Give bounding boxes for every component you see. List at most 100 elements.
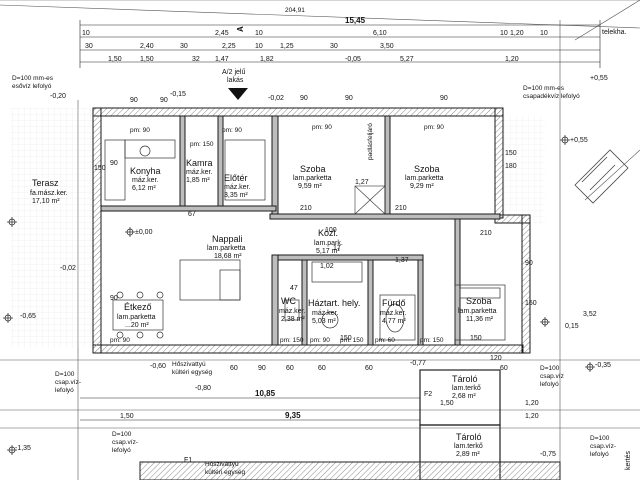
svg-text:1,50: 1,50 (440, 400, 454, 407)
svg-text:lam.parketta: lam.parketta (207, 245, 246, 252)
heatpump-label-2: Hőszivattyú kültéri egység (205, 461, 245, 476)
svg-text:Fürdő: Fürdő (382, 298, 406, 308)
svg-text:máz.ker.: máz.ker. (224, 184, 251, 191)
svg-text:lefolyó: lefolyó (590, 451, 609, 458)
svg-text:10: 10 (540, 30, 548, 37)
svg-text:9,59 m²: 9,59 m² (298, 183, 322, 190)
room-kozl: Közl. lam.park. 5,17 m² (314, 228, 343, 255)
svg-text:-0,15: -0,15 (170, 91, 186, 98)
section-mark-icon (228, 88, 248, 100)
storage-block-2 (419, 424, 501, 480)
svg-text:D=100: D=100 (540, 365, 560, 372)
corner-top-right: telekha. (602, 29, 627, 36)
svg-text:10: 10 (500, 30, 508, 37)
svg-text:csapadékvíz lefolyó: csapadékvíz lefolyó (523, 93, 580, 100)
svg-text:Közl.: Közl. (318, 228, 338, 238)
svg-text:3,35 m²: 3,35 m² (224, 192, 248, 199)
svg-text:10: 10 (82, 30, 90, 37)
svg-text:2,68 m²: 2,68 m² (452, 393, 476, 400)
svg-text:lakás: lakás (227, 77, 244, 84)
svg-text:60: 60 (500, 365, 508, 372)
svg-text:Nappali: Nappali (212, 234, 243, 244)
svg-text:90: 90 (345, 95, 353, 102)
svg-text:100: 100 (325, 227, 337, 234)
room-eloter: Előtér máz.ker. 3,35 m² (224, 173, 251, 199)
svg-text:csap.víz-: csap.víz- (55, 379, 81, 386)
svg-text:1,50: 1,50 (140, 56, 154, 63)
svg-text:D=100 mm-es: D=100 mm-es (523, 85, 565, 92)
svg-text:17: 17 (333, 245, 341, 252)
svg-text:lam.parketta: lam.parketta (405, 175, 444, 182)
svg-text:pm: 90: pm: 90 (110, 337, 130, 344)
svg-text:pm: 150: pm: 150 (420, 337, 444, 344)
room-nappali: Nappali lam.parketta 18,68 m² (207, 234, 246, 260)
svg-text:6,12 m²: 6,12 m² (132, 185, 156, 192)
svg-text:150: 150 (525, 300, 537, 307)
svg-text:D=100: D=100 (590, 435, 610, 442)
svg-text:lefolyó: lefolyó (112, 447, 131, 454)
dimension-lines-top (79, 20, 601, 68)
svg-text:-0,77: -0,77 (410, 360, 426, 367)
dim-row2: 10 2,45 10 6,10 10 1,20 10 (82, 30, 548, 37)
apartment-label: A/2 jelű lakás (222, 69, 245, 84)
room-tarolo-1: Tároló lam.terkő 2,68 m² (452, 374, 481, 400)
zero-level: ±0,00 (135, 229, 153, 236)
room-szoba-3: Szoba lam.parketta 11,36 m² (458, 296, 497, 323)
svg-text:5,27: 5,27 (400, 56, 414, 63)
car-outline (574, 149, 629, 204)
room-terasz: Terasz fa.mász.ker. 17,10 m² (30, 178, 68, 205)
svg-text:-0,20: -0,20 (50, 93, 66, 100)
svg-text:32: 32 (192, 56, 200, 63)
svg-text:Konyha: Konyha (130, 166, 161, 176)
svg-text:17,10 m²: 17,10 m² (32, 198, 60, 205)
downspout-top-left: D=100 mm-es esővíz lefolyó (12, 75, 54, 90)
svg-text:fa.mász.ker.: fa.mász.ker. (30, 190, 68, 197)
svg-text:90: 90 (110, 160, 118, 167)
svg-text:90: 90 (300, 95, 308, 102)
svg-text:lam.terkő: lam.terkő (452, 385, 481, 392)
svg-text:-0,02: -0,02 (60, 265, 76, 272)
svg-text:60: 60 (365, 365, 373, 372)
svg-text:10: 10 (255, 30, 263, 37)
room-szoba-1: Szoba lam.parketta 9,59 m² (293, 164, 332, 190)
downspout-bottom-left: D=100 csap.víz- lefolyó (55, 371, 81, 394)
room-wc: WC máz.ker. 2,38 m² (279, 296, 306, 323)
svg-text:-0,05: -0,05 (345, 56, 361, 63)
svg-text:1,20: 1,20 (525, 413, 539, 420)
svg-text:pm: 150: pm: 150 (340, 337, 364, 344)
room-konyha: Konyha máz.ker. 6,12 m² (130, 166, 161, 192)
svg-text:5,03 m²: 5,03 m² (312, 318, 336, 325)
svg-text:lam.terkő: lam.terkő (454, 443, 483, 450)
svg-text:-0,80: -0,80 (195, 385, 211, 392)
downspout-bottom-left-2: D=100 csap.víz- lefolyó (112, 431, 138, 454)
next-unit-wall (139, 461, 561, 480)
svg-text:30: 30 (180, 43, 188, 50)
svg-text:90: 90 (160, 97, 168, 104)
f-tags: F2 F1 (184, 391, 432, 464)
downspout-bottom-right: D=100 csap.víz lefolyó (540, 365, 564, 388)
svg-text:máz.ker.: máz.ker. (380, 310, 407, 317)
svg-text:pm: 90: pm: 90 (424, 124, 444, 131)
room-szoba-2: Szoba lam.parketta 9,29 m² (405, 164, 444, 190)
heatpump-label: Hőszivattyú kültéri egység (172, 361, 212, 376)
svg-text:máz.ker.: máz.ker. (186, 169, 213, 176)
svg-text:47: 47 (290, 285, 298, 292)
svg-text:9,29 m²: 9,29 m² (410, 183, 434, 190)
svg-text:Kamra: Kamra (186, 158, 213, 168)
dim-bottom-side: 1,50 1,50 1,20 1,20 (120, 400, 539, 420)
survey-marks (3, 135, 595, 455)
svg-text:Tároló: Tároló (452, 374, 478, 384)
svg-text:1,85 m²: 1,85 m² (186, 177, 210, 184)
svg-text:esővíz lefolyó: esővíz lefolyó (12, 83, 52, 90)
svg-text:150: 150 (340, 335, 352, 342)
svg-text:60: 60 (318, 365, 326, 372)
right-strip (500, 115, 545, 225)
svg-text:30: 30 (85, 43, 93, 50)
svg-text:210: 210 (395, 205, 407, 212)
dim-bottom-inner: 9,35 (285, 411, 301, 420)
svg-text:D=100: D=100 (112, 431, 132, 438)
svg-text:60: 60 (286, 365, 294, 372)
svg-text:D=100 mm-es: D=100 mm-es (12, 75, 54, 82)
interior-dims: 67 47 1,27 1,02 1,37 17 100 (188, 179, 409, 292)
